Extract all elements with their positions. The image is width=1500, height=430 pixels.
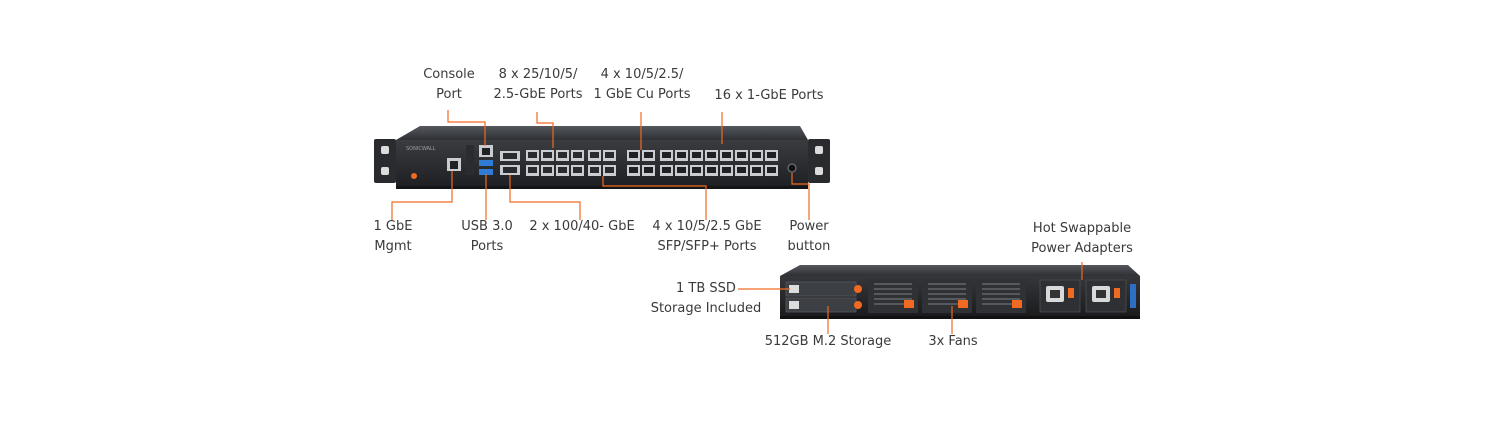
gbe-16-ports <box>660 150 778 176</box>
fan-modules <box>868 279 1026 313</box>
callout-lines <box>391 110 1083 334</box>
callout-line-qsfp <box>509 175 581 220</box>
mgmt-port <box>447 158 461 171</box>
label-fans: 3x Fans <box>928 334 978 349</box>
label-sfp28-ports: 8 x 25/10/5/ 2.5-GbE Ports <box>493 67 583 102</box>
label-gbe16-ports: 16 x 1-GbE Ports <box>714 88 824 103</box>
sfp-plus-ports <box>588 150 616 176</box>
sfp28-ports <box>526 150 584 176</box>
label-psu: Hot Swappable Power Adapters <box>1031 221 1133 256</box>
callout-line-power <box>791 173 810 220</box>
front-appliance: SONICWALL <box>374 126 830 189</box>
qsfp-ports <box>500 151 520 175</box>
label-sfp-plus: 4 x 10/5/2.5 GbE SFP/SFP+ Ports <box>652 219 762 254</box>
label-console-port: Console Port <box>423 67 475 102</box>
rear-appliance <box>780 265 1140 319</box>
usb-ports <box>479 160 493 175</box>
callout-line-console <box>447 110 486 146</box>
label-mgmt: 1 GbE Mgmt <box>373 219 413 254</box>
status-leds <box>466 145 474 175</box>
rack-ear-left <box>374 139 396 183</box>
label-copper-10g-ports: 4 x 10/5/2.5/ 1 GbE Cu Ports <box>593 67 691 102</box>
psu-modules <box>1039 279 1136 313</box>
ssd-bay <box>785 281 862 313</box>
label-power-button: Power button <box>787 219 831 254</box>
callout-line-sfp-plus <box>602 176 707 220</box>
callout-line-sfp28 <box>536 112 554 148</box>
label-m2-storage: 512GB M.2 Storage <box>764 334 892 349</box>
callout-line-mgmt <box>391 171 453 220</box>
label-ssd: 1 TB SSD Storage Included <box>650 281 762 316</box>
label-usb: USB 3.0 Ports <box>461 219 513 254</box>
power-button-icon <box>787 163 797 173</box>
label-qsfp: 2 x 100/40- GbE <box>529 219 635 234</box>
console-port <box>479 145 493 157</box>
rack-ear-right <box>808 139 830 183</box>
power-led-icon <box>411 173 417 179</box>
copper-10g-ports <box>627 150 655 176</box>
brand-logo: SONICWALL <box>406 146 436 152</box>
